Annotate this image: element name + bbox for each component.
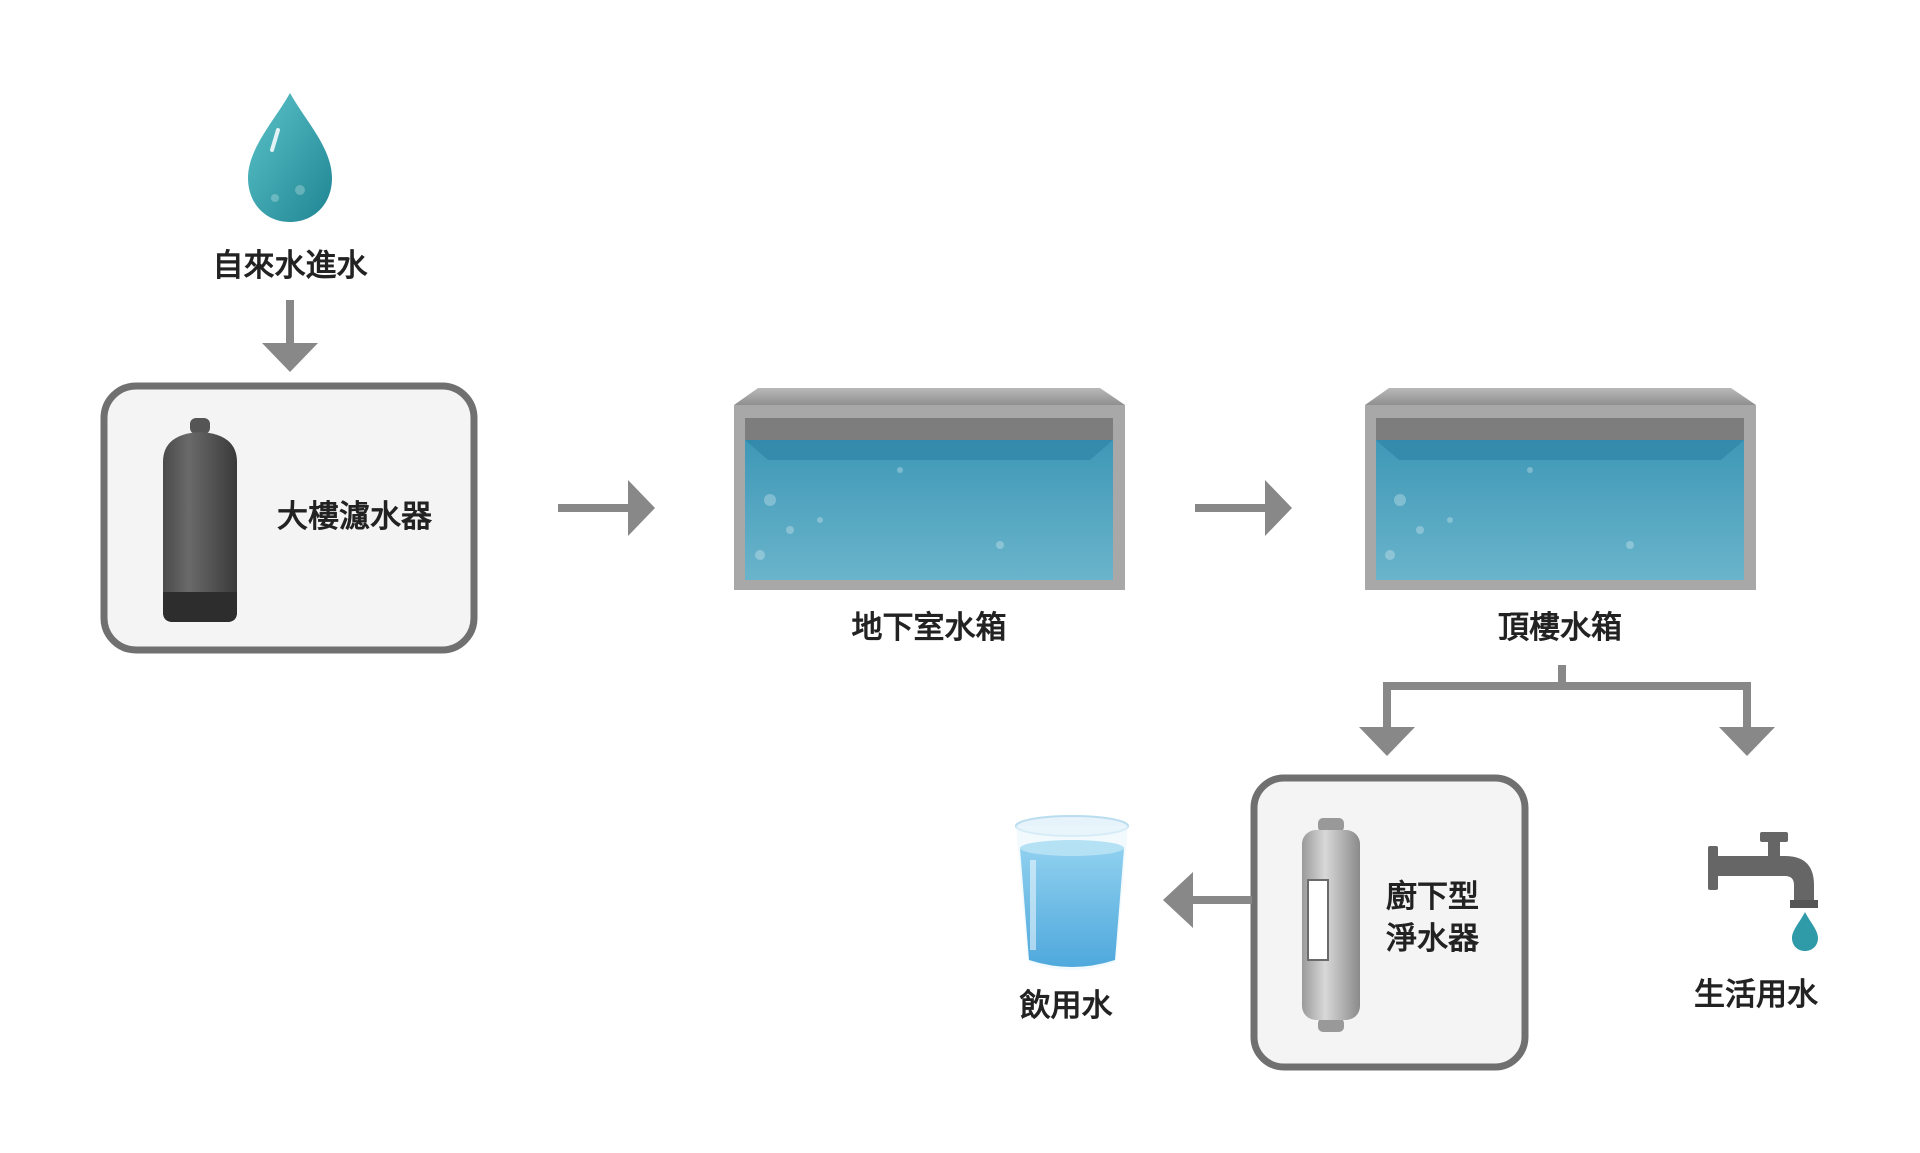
- under-sink-purifier-label: 廚下型 淨水器: [1386, 879, 1479, 957]
- filter-tank-icon: [163, 418, 237, 622]
- tap-water-label: 自來水進水: [212, 248, 368, 284]
- water-tank-icon: [1365, 388, 1756, 590]
- building-filter-label: 大樓濾水器: [277, 499, 432, 535]
- faucet-icon: [1708, 832, 1818, 951]
- under-sink-purifier-box: [1250, 774, 1529, 1071]
- basement-tank-label: 地下室水箱: [851, 610, 1007, 646]
- arrow-down-to-filter: [262, 300, 318, 372]
- water-drop-icon: [248, 93, 332, 222]
- water-tank-icon: [734, 388, 1125, 590]
- rooftop-tank-label: 頂樓水箱: [1498, 610, 1622, 646]
- arrow-right-to-rooftop: [1195, 480, 1292, 536]
- domestic-water-label: 生活用水: [1694, 977, 1818, 1013]
- building-filter-box: [100, 382, 478, 654]
- arrow-right-to-basement: [558, 480, 655, 536]
- water-glass-icon: [1015, 815, 1129, 970]
- arrow-left-to-drinking: [1163, 872, 1252, 928]
- branch-connector: [1359, 665, 1775, 756]
- drinking-water-label: 飲用水: [1019, 988, 1113, 1024]
- cartridge-filter-icon: [1302, 818, 1360, 1032]
